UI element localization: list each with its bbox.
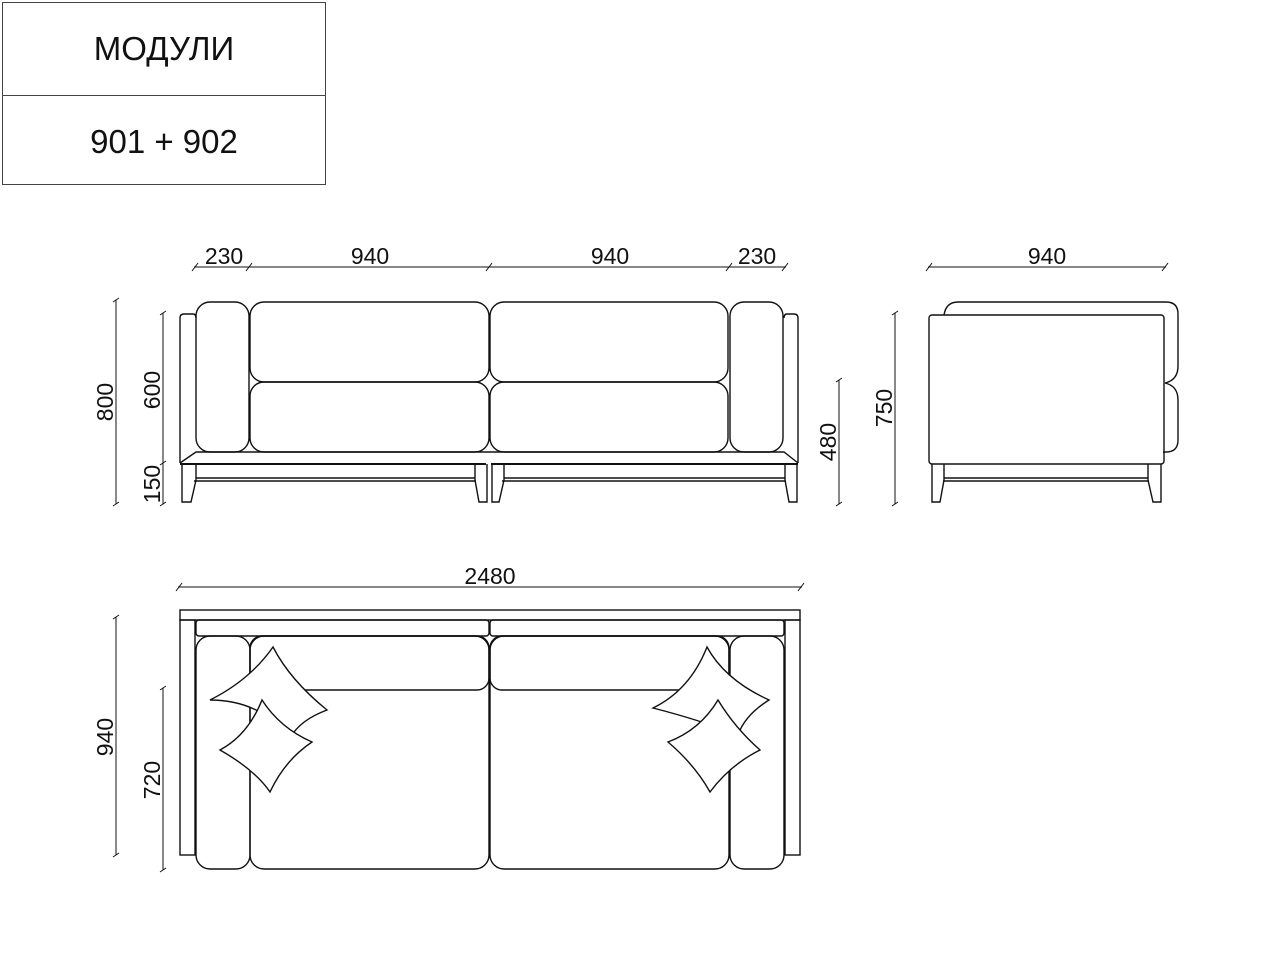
dim-seat-height: 480	[815, 423, 841, 461]
front-view: 230 940 940 230	[92, 243, 843, 507]
module-numbers: 901 + 902	[90, 122, 238, 160]
dim-side-height: 750	[871, 389, 897, 427]
pillow-icon	[209, 645, 329, 794]
dim-seat-depth: 720	[139, 761, 165, 799]
pillow-icon	[650, 645, 771, 794]
dim-seat-left: 940	[351, 243, 389, 269]
dim-total-width: 2480	[464, 563, 515, 589]
dim-leg-height: 150	[139, 465, 165, 503]
dim-armrest-left: 230	[205, 243, 243, 269]
dim-side-depth: 940	[1028, 243, 1066, 269]
title-block: МОДУЛИ 901 + 902	[2, 2, 326, 185]
dim-back-height: 600	[139, 371, 165, 409]
dim-top-depth: 940	[92, 718, 118, 756]
top-view: 2480 940 720	[92, 563, 805, 873]
dim-total-height: 800	[92, 383, 118, 421]
title-heading: МОДУЛИ	[3, 3, 325, 96]
front-height-dimensions: 800 600 150 480	[92, 297, 843, 507]
dim-armrest-right: 230	[738, 243, 776, 269]
dim-seat-right: 940	[591, 243, 629, 269]
side-view: 940 750	[871, 243, 1179, 507]
front-width-dimension: 230 940 940 230	[191, 243, 789, 272]
